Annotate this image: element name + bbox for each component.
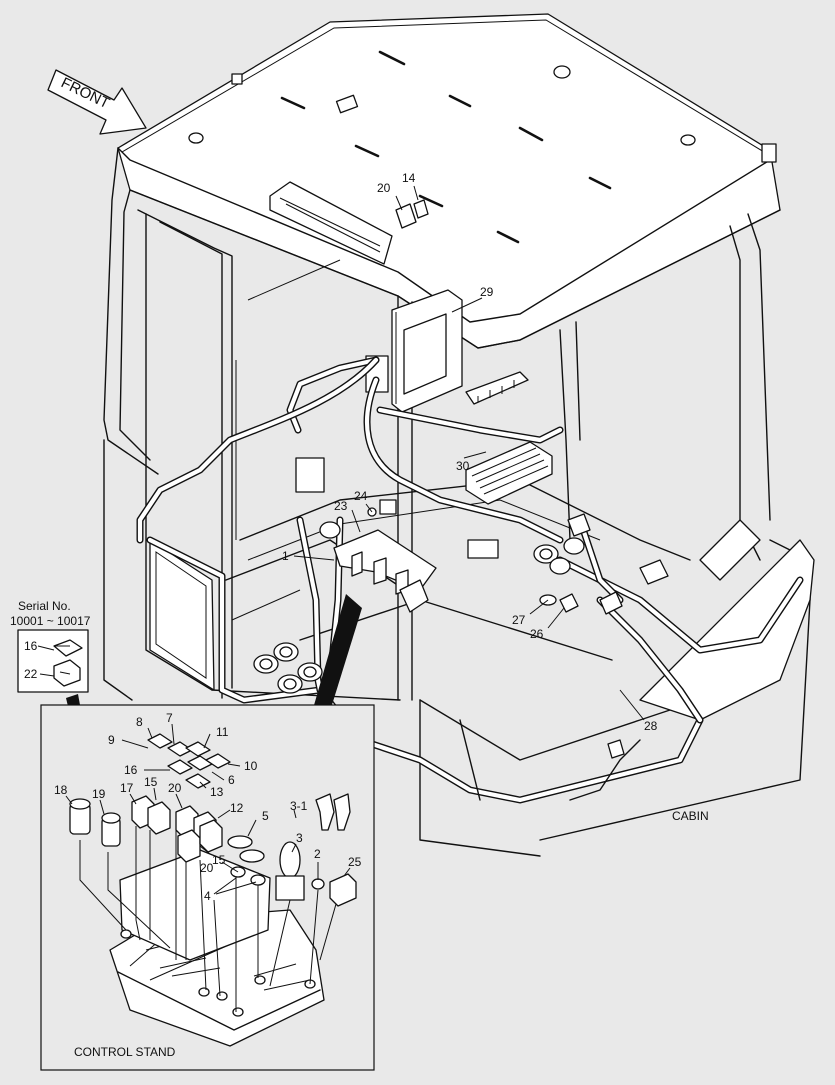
serial-title: Serial No. [18, 599, 71, 613]
control-stand-label: CONTROL STAND [74, 1045, 176, 1059]
callout-20-top: 20 [377, 181, 391, 195]
callout-5: 5 [262, 809, 269, 823]
cabin-roof [117, 13, 781, 349]
callout-19: 19 [92, 787, 106, 801]
front-arrow: FRONT [47, 69, 147, 135]
callout-22: 22 [24, 667, 38, 681]
callout-11: 11 [216, 725, 229, 739]
callout-20-low: 20 [200, 861, 214, 875]
callout-15-top: 15 [144, 775, 158, 789]
callout-27: 27 [512, 613, 526, 627]
callout-13: 13 [210, 785, 224, 799]
serial-inset: Serial No. 10001 ~ 10017 [10, 599, 91, 693]
callout-3: 3 [296, 831, 303, 845]
callouts: 20 14 29 30 24 23 1 27 26 28 16 22 8 7 1… [24, 171, 658, 903]
callout-16: 16 [124, 763, 138, 777]
callout-15-low: 15 [212, 853, 226, 867]
callout-26: 26 [530, 627, 544, 641]
fuse-box [465, 371, 553, 505]
callout-29: 29 [480, 285, 494, 299]
callout-30: 30 [456, 459, 470, 473]
serial-range: 10001 ~ 10017 [10, 614, 91, 628]
callout-9: 9 [108, 733, 115, 747]
callout-25: 25 [348, 855, 362, 869]
control-stand-inset: CONTROL STAND [40, 704, 375, 1071]
cabin-frame [103, 147, 815, 857]
callout-17: 17 [120, 781, 134, 795]
callout-28: 28 [644, 719, 658, 733]
callout-1: 1 [282, 549, 289, 563]
callout-14: 14 [402, 171, 416, 185]
leader-lines [54, 185, 645, 895]
ecu-module [365, 289, 463, 413]
callout-8: 8 [136, 715, 143, 729]
callout-20-mid: 20 [168, 781, 182, 795]
callout-6: 6 [228, 773, 235, 787]
cabin-label: CABIN [672, 809, 709, 823]
callout-24: 24 [354, 489, 368, 503]
callout-23: 23 [334, 499, 348, 513]
callout-4: 4 [204, 889, 211, 903]
callout-7: 7 [166, 711, 173, 725]
callout-2: 2 [314, 847, 321, 861]
callout-3-1: 3-1 [290, 799, 308, 813]
callout-10: 10 [244, 759, 258, 773]
callout-12: 12 [230, 801, 244, 815]
harness-connectors [253, 199, 669, 759]
callout-16-inset: 16 [24, 639, 38, 653]
callout-18: 18 [54, 783, 68, 797]
